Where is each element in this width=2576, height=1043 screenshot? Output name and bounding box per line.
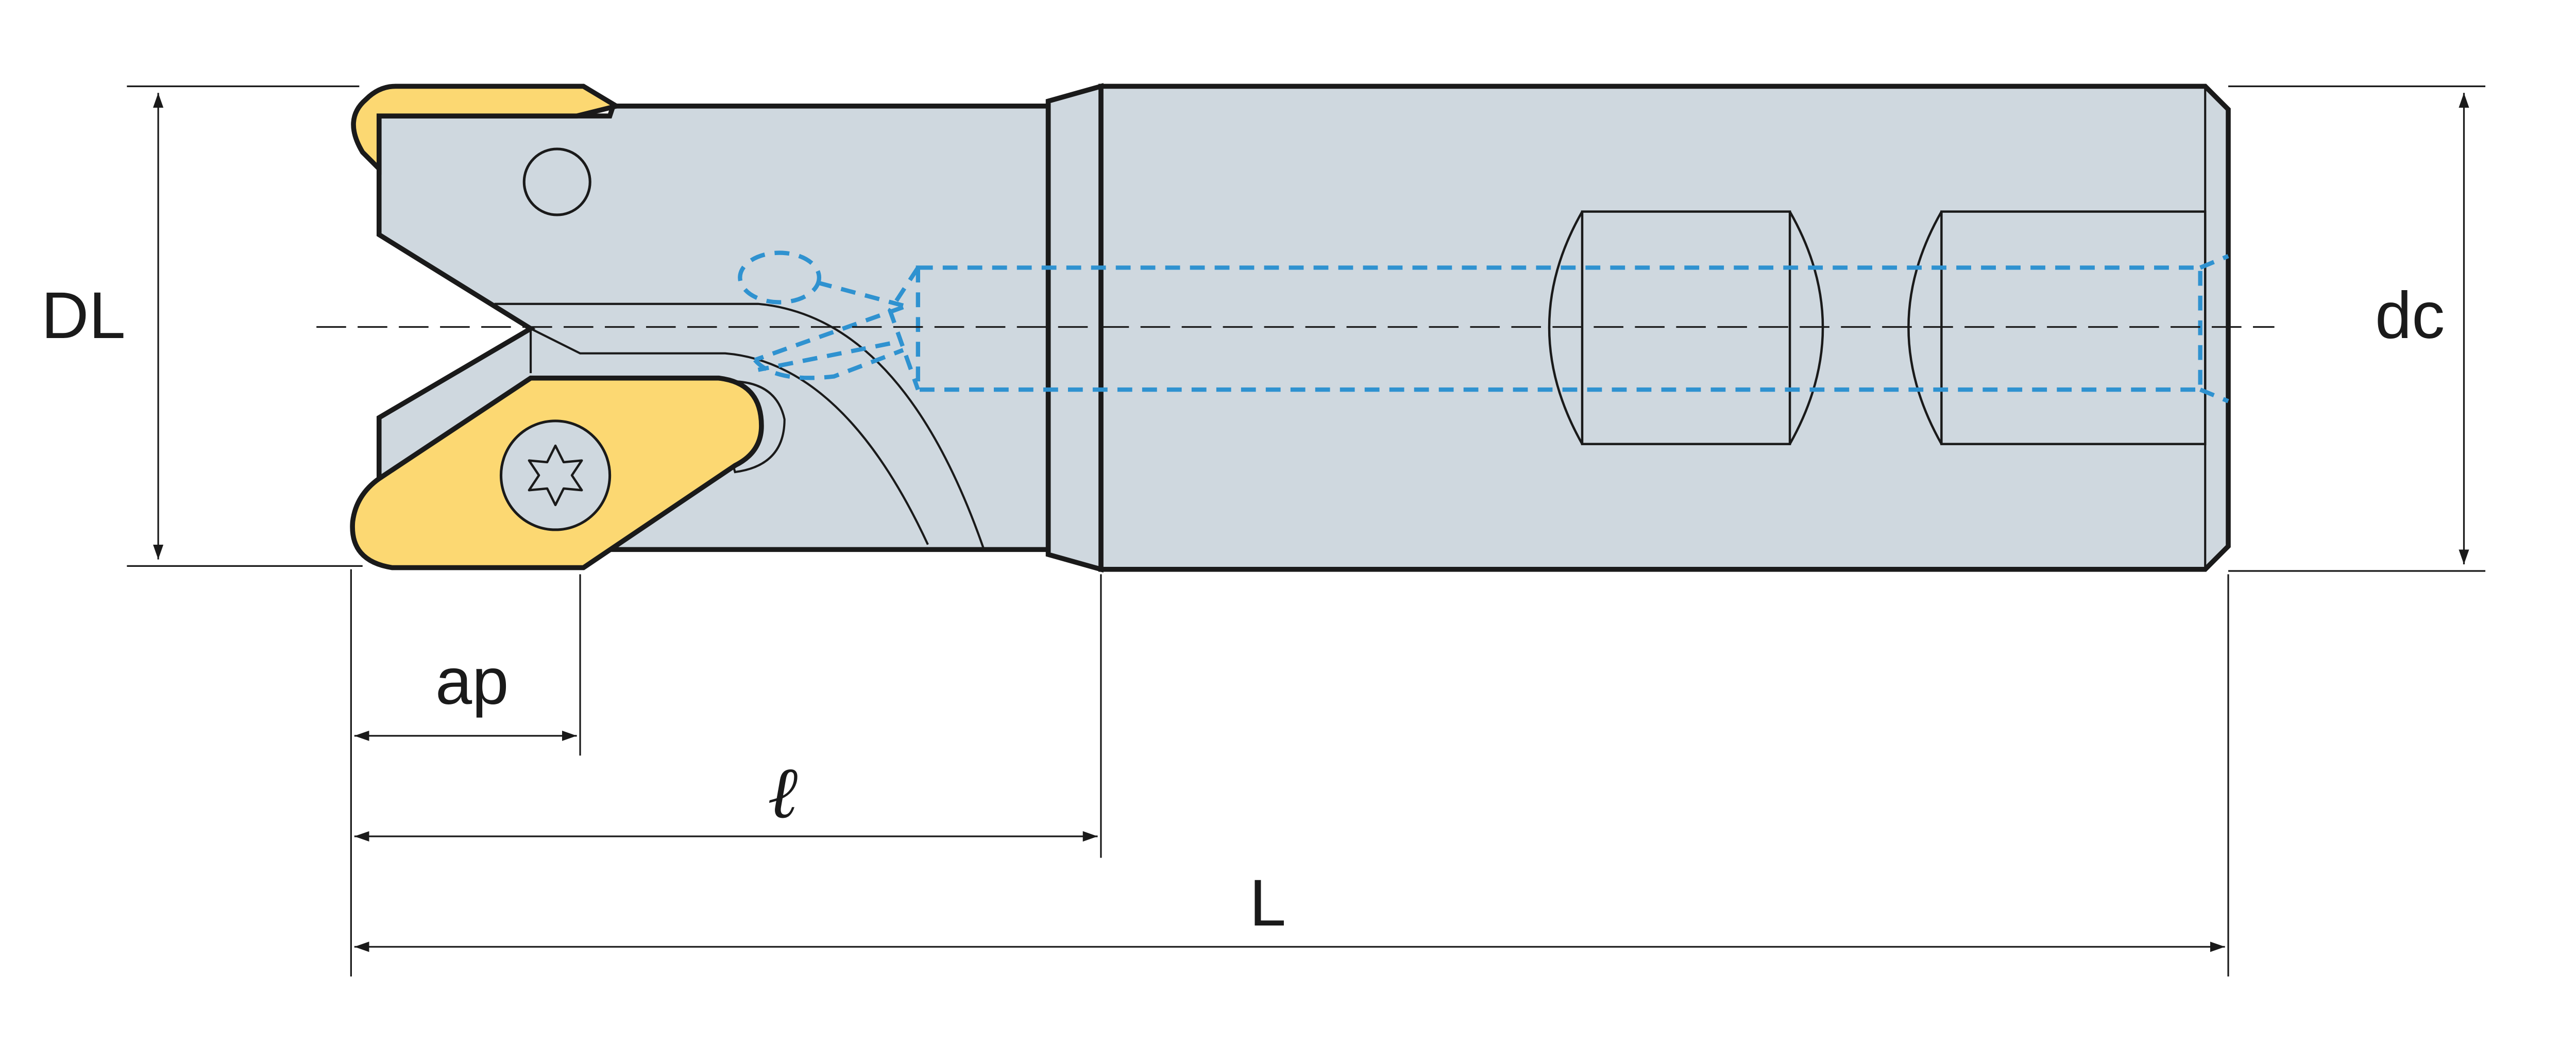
dimension-lines: [127, 85, 2486, 977]
torx-screw-icon: [499, 419, 612, 531]
upper-insert: [351, 83, 623, 175]
label-ap: ap: [435, 645, 509, 718]
label-dc: dc: [2375, 279, 2445, 352]
label-l-lower: ℓ: [768, 753, 798, 833]
label-L-upper: L: [1249, 866, 1286, 940]
label-dl: DL: [41, 279, 126, 352]
circular-hole-icon: [522, 147, 591, 216]
chip-flute: [494, 302, 985, 550]
dimension-labels: DL dc ap ℓ L: [41, 279, 2445, 940]
coolant-bore: [916, 265, 2202, 392]
lower-insert: [350, 375, 786, 570]
coolant-channels: [738, 250, 2229, 403]
